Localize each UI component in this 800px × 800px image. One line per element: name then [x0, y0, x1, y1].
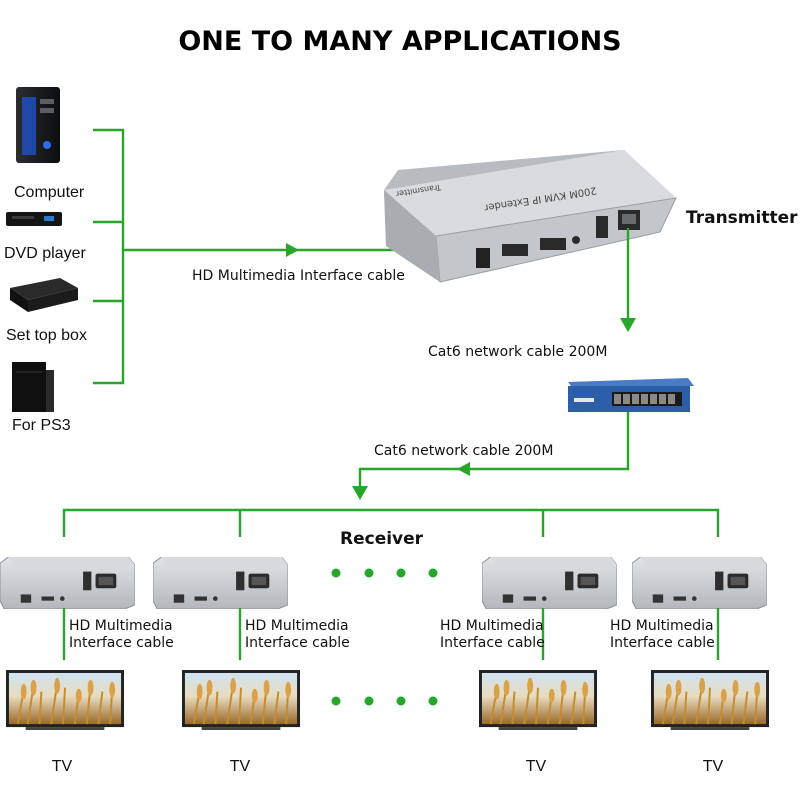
source-cable-label: HD Multimedia Interface cable — [192, 268, 405, 284]
set-top-box-icon — [10, 278, 78, 312]
source-label-ps3: For PS3 — [12, 417, 71, 434]
source-label-set-top-box: Set top box — [6, 327, 87, 344]
tv-icon — [479, 670, 597, 732]
source-label-dvd-player: DVD player — [4, 245, 86, 262]
receiver-device — [153, 557, 288, 609]
ellipsis-dots-tvs — [331, 696, 438, 706]
receiver-cable-label: HD Multimedia — [610, 618, 714, 634]
network-switch-icon — [568, 378, 694, 412]
tv-label: TV — [526, 758, 547, 775]
receiver-device — [632, 557, 767, 609]
receiver-device — [0, 557, 135, 609]
tv-label: TV — [703, 758, 724, 775]
receiver-device — [482, 557, 617, 609]
receiver-cable-label: Interface cable — [245, 635, 350, 651]
tv-label: TV — [52, 758, 73, 775]
receiver-cable-label: HD Multimedia — [69, 618, 173, 634]
receiver-cable-label: HD Multimedia — [440, 618, 544, 634]
receiver-cable-label: Interface cable — [69, 635, 174, 651]
dvd-player-icon — [6, 212, 62, 226]
transmitter-to-switch-wire — [620, 228, 636, 332]
transmitter-to-switch-label: Cat6 network cable 200M — [428, 344, 607, 360]
ps3-console-icon — [12, 362, 54, 412]
receiver-cable-label: Interface cable — [610, 635, 715, 651]
receiver-cable-label: Interface cable — [440, 635, 545, 651]
tv-icon — [6, 670, 124, 732]
computer-tower-icon — [16, 87, 60, 163]
source-label-computer: Computer — [14, 184, 85, 201]
transmitter-label: Transmitter — [686, 208, 798, 228]
receiver-label: Receiver — [340, 529, 424, 549]
receiver-to-tv-wires — [62, 608, 720, 660]
tv-icon — [651, 670, 769, 732]
ellipsis-dots-receivers — [331, 568, 438, 578]
tv-label: TV — [230, 758, 251, 775]
page-title: ONE TO MANY APPLICATIONS — [178, 26, 621, 57]
transmitter-device: 200M KVM IP Extender Transmitter — [384, 150, 677, 283]
receiver-cable-label: HD Multimedia — [245, 618, 349, 634]
tv-icon — [182, 670, 300, 732]
switch-to-receivers-label: Cat6 network cable 200M — [374, 443, 553, 459]
switch-to-receivers-wire — [62, 412, 720, 537]
